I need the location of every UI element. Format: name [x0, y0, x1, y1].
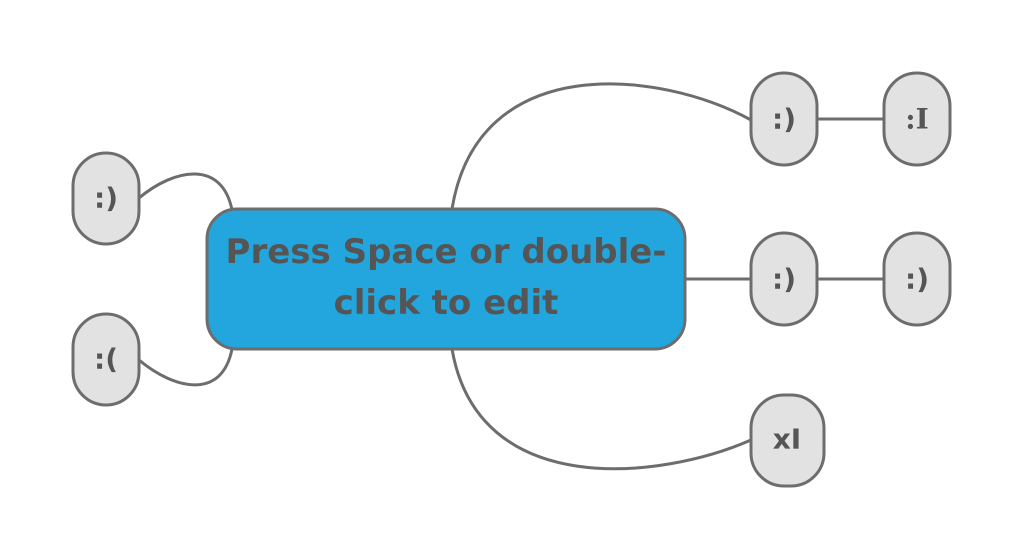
node-left-bottom-label: :(	[94, 343, 118, 376]
node-right-bottom[interactable]: xI	[749, 393, 826, 488]
node-right-top-child[interactable]: :I	[882, 71, 952, 167]
node-right-top-label: :)	[772, 103, 796, 136]
central-topic-line1: Press Space or double-	[226, 232, 667, 272]
node-left-top-label: :)	[94, 182, 118, 215]
node-right-middle-child-label: :)	[905, 263, 929, 296]
node-right-top-child-label: :I	[905, 103, 928, 136]
connector-left-bottom	[138, 348, 234, 387]
connector-right-top	[450, 82, 752, 210]
node-right-middle-label: :)	[772, 263, 796, 296]
node-right-middle[interactable]: :)	[749, 231, 819, 327]
node-left-bottom[interactable]: :(	[71, 312, 141, 407]
node-right-top[interactable]: :)	[749, 71, 819, 167]
central-topic-line2: click to edit	[334, 283, 559, 323]
connector-right-bottom	[450, 348, 752, 471]
node-left-top[interactable]: :)	[71, 151, 141, 246]
node-right-middle-child[interactable]: :)	[882, 231, 952, 327]
node-right-bottom-label: xI	[773, 423, 801, 456]
central-topic[interactable]: Press Space or double- click to edit	[205, 207, 687, 351]
connector-left-top	[138, 172, 234, 211]
